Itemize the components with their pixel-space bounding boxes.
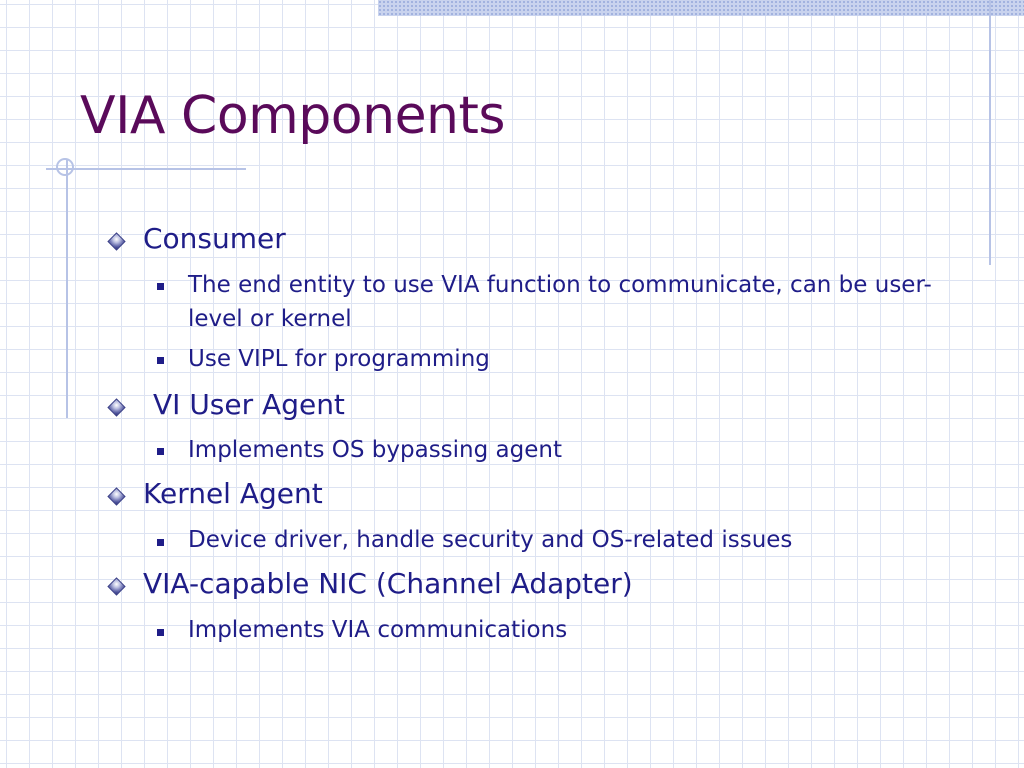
bullet-level2-item: Implements VIA communications	[188, 617, 568, 643]
slide-title: VIA Components	[80, 86, 506, 146]
bullet-level2-item: The end entity to use VIA function to co…	[188, 272, 932, 332]
header-pattern-band	[378, 0, 1024, 16]
corner-ring-ornament	[56, 158, 74, 176]
left-decor-line	[66, 160, 68, 418]
square-bullet-icon	[157, 539, 164, 546]
bullet-level1-consumer: Consumer	[143, 222, 286, 255]
right-decor-line	[989, 0, 991, 265]
bullet-level1-via-nic: VIA-capable NIC (Channel Adapter)	[143, 567, 633, 600]
square-bullet-icon	[157, 629, 164, 636]
square-bullet-icon	[157, 448, 164, 455]
bullet-level2-item: Use VIPL for programming	[188, 346, 490, 372]
diamond-bullet-icon	[108, 488, 125, 505]
diamond-bullet-icon	[108, 399, 125, 416]
bullet-level1-kernel-agent: Kernel Agent	[143, 477, 323, 510]
square-bullet-icon	[157, 283, 164, 290]
square-bullet-icon	[157, 357, 164, 364]
bullet-level1-vi-user-agent: VI User Agent	[153, 388, 345, 421]
bullet-level2-item: Implements OS bypassing agent	[188, 437, 562, 463]
title-underline-rule	[46, 168, 246, 170]
diamond-bullet-icon	[108, 233, 125, 250]
diamond-bullet-icon	[108, 578, 125, 595]
bullet-level2-item: Device driver, handle security and OS-re…	[188, 527, 793, 553]
